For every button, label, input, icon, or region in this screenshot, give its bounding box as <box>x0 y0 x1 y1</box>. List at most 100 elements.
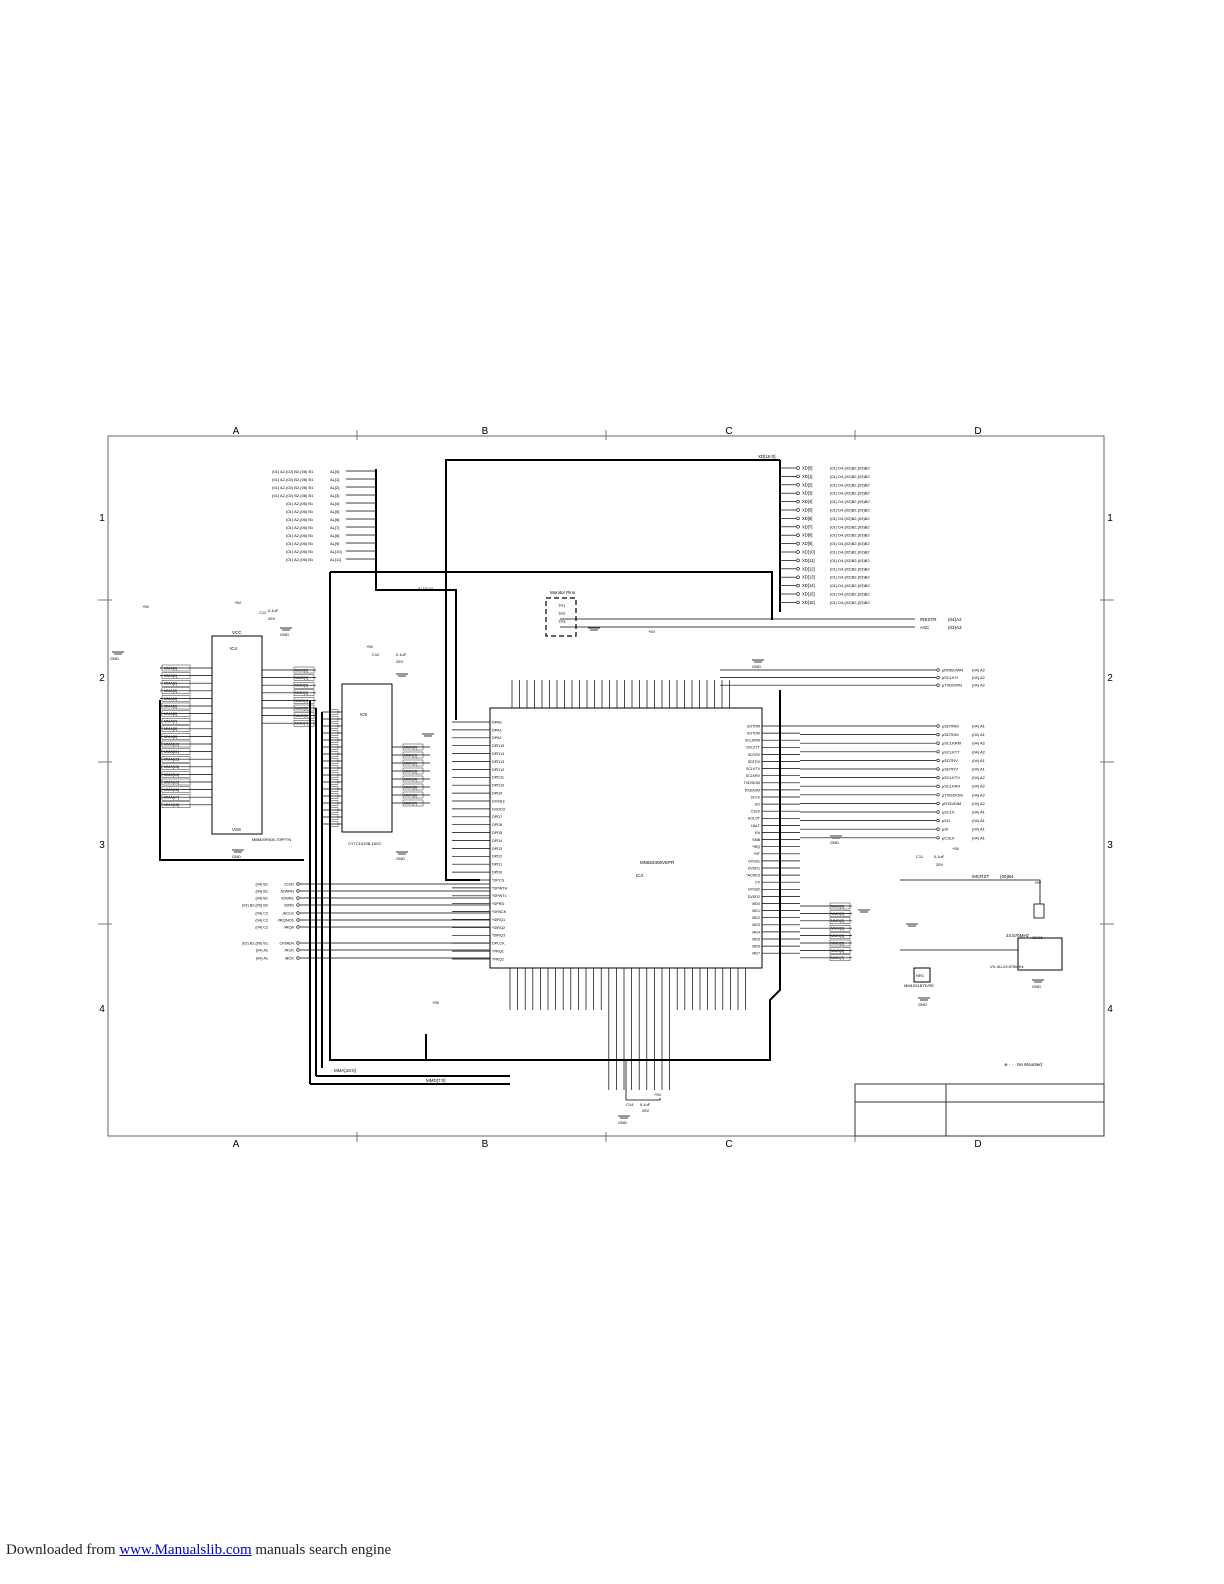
xd-net-ref: (01) D4,(02)B2,(03)B2 <box>830 482 870 487</box>
flash-data-pin: MMD[2] <box>295 684 308 688</box>
col-label-c-bottom: C <box>725 1139 732 1150</box>
osc-cap-v: 25V <box>936 862 943 867</box>
al-ref-0: (01) A2,(02) B2,(06) B1 <box>272 469 314 474</box>
xd-connector <box>796 499 800 504</box>
right-net-ref: (04) A1 <box>972 724 986 729</box>
xd-net-ref: (01) D4,(02)B2,(03)B2 <box>830 583 870 588</box>
md-net-label: MMD[3] <box>831 927 844 931</box>
md-net-label: MMD[6] <box>831 949 844 953</box>
xd-net-ref: (01) D4,(02)B2,(03)B2 <box>830 524 870 529</box>
flash-pin-tag <box>161 771 191 778</box>
sram-pin-tag <box>329 807 339 813</box>
osc-freq: 24.576MHz <box>1006 933 1030 938</box>
row-label-3-left: 3 <box>99 840 105 851</box>
main-right-pin: SDTDV <box>748 760 761 764</box>
xd-net-label: XD[10] <box>802 550 815 555</box>
host-net-label: /BCK <box>285 956 295 961</box>
sram-io-pin: MMD[7] <box>404 801 417 805</box>
host-connector <box>296 948 300 952</box>
gnd-label-9: GND <box>618 1120 627 1125</box>
xd-connector <box>796 508 800 512</box>
right-net-connector <box>936 793 940 797</box>
ic-flash-body <box>211 635 263 835</box>
main-right-pin: RA <box>755 831 761 835</box>
al-net-9: AL[9] <box>330 541 339 546</box>
host-connector <box>296 903 300 907</box>
sram-right-pins: MMD[0]MMD[1]MMD[2]MMD[3]MMD[4]MMD[5]MMD[… <box>392 743 430 807</box>
host-net-ref: (04) C2 <box>255 919 268 923</box>
md-net-tag <box>829 910 851 917</box>
flash-pin-tag <box>161 794 191 801</box>
top-right-connector <box>936 675 940 680</box>
sram-io-pin: MMD[3] <box>404 769 417 773</box>
gnd-label-4: GND <box>396 856 405 861</box>
flash-data-tag <box>293 666 315 674</box>
xd-net-label: XD[3] <box>802 491 812 496</box>
flash-address-pin: MMA[17] <box>164 796 179 800</box>
cap-bottom-ref: C14 <box>626 1102 634 1107</box>
gnd-label-8: GND <box>1032 984 1041 989</box>
main-left-pin: DPD11 <box>492 776 504 780</box>
right-net-label: μSDTDM <box>942 732 959 737</box>
ic-sram-ref: IC5 <box>360 712 368 717</box>
row-label-1-left: 1 <box>99 513 105 524</box>
main-right-pin: SDTRV <box>748 753 761 757</box>
bottom-cap-line <box>625 1060 661 1101</box>
flash-data-tag <box>293 682 315 689</box>
xd-connector <box>796 541 800 546</box>
zone-ticks <box>98 430 1114 1142</box>
xd-net-ref: (01) D4,(02)B2,(03)B2 <box>830 558 870 563</box>
sram-io-tag <box>402 791 424 799</box>
xd-net-ref: (01) D4,(02)B2,(03)B2 <box>830 592 870 597</box>
tp3-label: TP3 <box>558 619 566 624</box>
plus5-label-4: +5V <box>648 629 656 634</box>
sram-pin-tag <box>329 765 339 771</box>
main-top-pins <box>511 680 730 708</box>
main-right-pins: SOTRMSOTDMSCLKRMSCLKTTSDTRVSDTDVSCLKTVSC… <box>743 724 800 956</box>
xd-net-label: XD[1] <box>802 474 812 479</box>
ic-sram-cap-val: 0.1uF <box>396 652 407 657</box>
ic-main-ref: IC4 <box>636 873 644 878</box>
right-net-ref: (04) A1 <box>972 758 986 763</box>
manualslib-link[interactable]: www.Manualslib.com <box>119 1542 252 1558</box>
main-right-pin: *NT <box>754 852 761 856</box>
main-right-pin: SCLKRM <box>745 739 760 743</box>
sram-io-pin: MMD[2] <box>404 761 417 765</box>
plus5-label-6: +5V <box>1034 880 1042 885</box>
main-left-pin: *DPRD <box>492 902 504 906</box>
al-net-labels: (01) A2,(02) B2,(06) B1 (01) A2,(02) B2,… <box>272 469 433 591</box>
md-net-label: MMD[2] <box>831 919 844 923</box>
sram-io-pin: MMD[6] <box>404 793 417 797</box>
row-label-2-right: 2 <box>1107 673 1113 684</box>
flash-address-pin: MMA[0] <box>164 666 177 670</box>
osc-cap-ref: C11 <box>916 854 924 859</box>
ic-flash-part: MBM29F800-70PFTN <box>252 837 291 842</box>
col-label-a-bottom: A <box>233 1139 240 1150</box>
reset-ic-ref: NR1 <box>916 973 925 978</box>
main-right-pin: MD6 <box>752 945 760 949</box>
right-net-ref: (04) A1 <box>972 835 986 840</box>
flash-address-pin: MMA[3] <box>164 689 177 693</box>
flash-data-pin: MMD[7] <box>295 722 308 726</box>
xd-net-label: XD[2] <box>802 482 812 487</box>
main-right-pin: DVSS1 <box>748 859 760 863</box>
main-right-pin: SCLK <box>751 795 761 799</box>
main-right-pin: MD1 <box>752 909 760 913</box>
main-left-pin: DPD12 <box>492 768 504 772</box>
memory-data-nets: MMD[0]MMD[1]MMD[2]MMD[3]MMD[4]MMD[5]MMD[… <box>800 902 852 961</box>
main-left-pin: DPD0 <box>492 871 502 875</box>
flash-address-pin: MMA[6] <box>164 712 177 716</box>
ic-sram-cap-ref: C12 <box>372 652 380 657</box>
al-net-0: AL[0] <box>330 469 339 474</box>
xd-connector <box>796 583 800 588</box>
sram-pin-tag <box>329 716 339 722</box>
gnd-label-1: GND <box>110 656 119 661</box>
main-left-pin: *DIRQ1 <box>492 918 505 922</box>
host-net-ref: (04) B1 <box>256 883 268 887</box>
reset-net-1-name: ASC <box>920 625 930 630</box>
flash-pin-tag <box>161 687 191 694</box>
md-net-label: MMD[0] <box>831 904 844 908</box>
xd-net-label: XD[15] <box>802 592 815 597</box>
md-net-tag <box>829 917 851 924</box>
host-net-ref: (04) C2 <box>255 926 268 930</box>
